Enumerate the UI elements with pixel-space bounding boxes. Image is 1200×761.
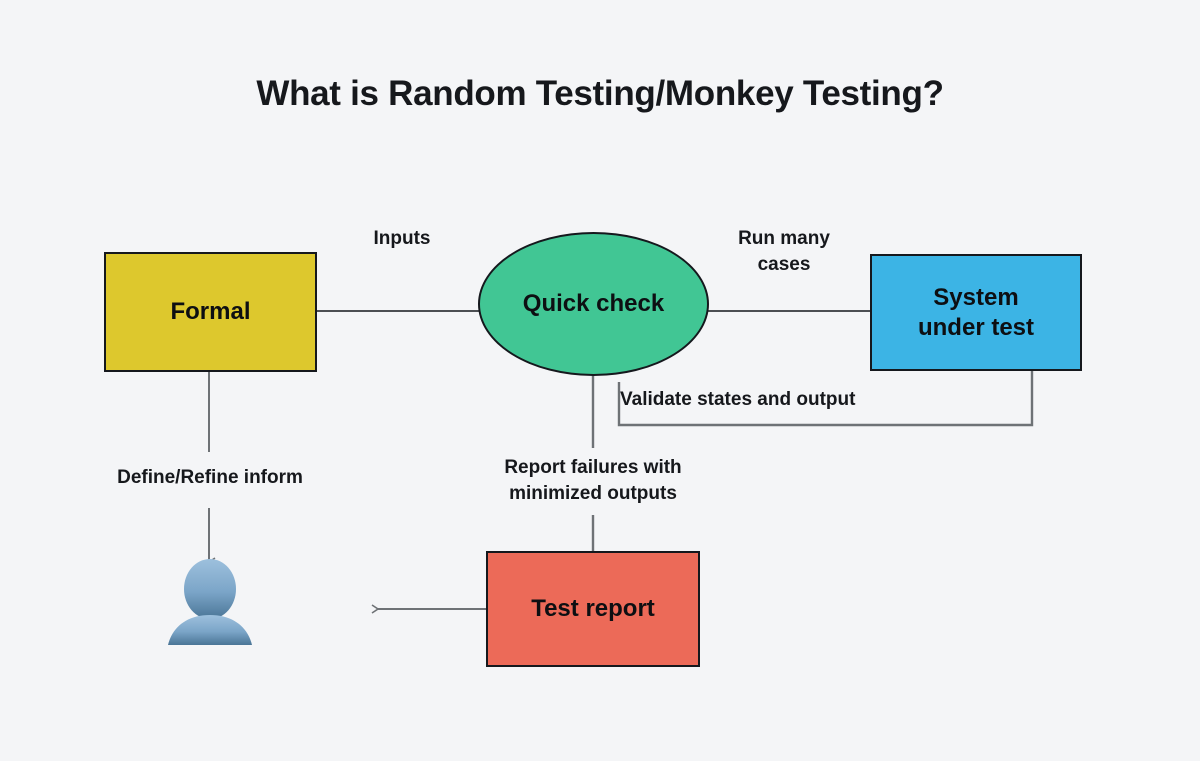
edge-label-report-failures: Report failures with minimized outputs	[504, 457, 682, 504]
edge-sut-to-quickcheck	[617, 371, 1034, 427]
node-system-under-test[interactable]: System under test	[870, 254, 1082, 371]
node-test-report[interactable]: Test report	[486, 551, 700, 667]
node-formal-label: Formal	[170, 298, 251, 325]
node-quick-check[interactable]: Quick check	[478, 232, 709, 376]
person-avatar-icon	[168, 559, 252, 645]
node-quick-check-label: Quick check	[522, 290, 665, 317]
node-system-under-test-label: System under test	[917, 283, 1034, 341]
page-title: What is Random Testing/Monkey Testing?	[256, 74, 944, 113]
edge-label-run-many-cases: Run many cases	[738, 228, 830, 275]
edge-label-define-refine-inform: Define/Refine inform	[117, 467, 303, 488]
edge-label-inputs: Inputs	[373, 228, 431, 249]
node-test-report-label: Test report	[531, 595, 655, 622]
edge-label-validate-states-and-output: Validate states and output	[620, 389, 856, 410]
node-formal[interactable]: Formal	[104, 252, 317, 372]
